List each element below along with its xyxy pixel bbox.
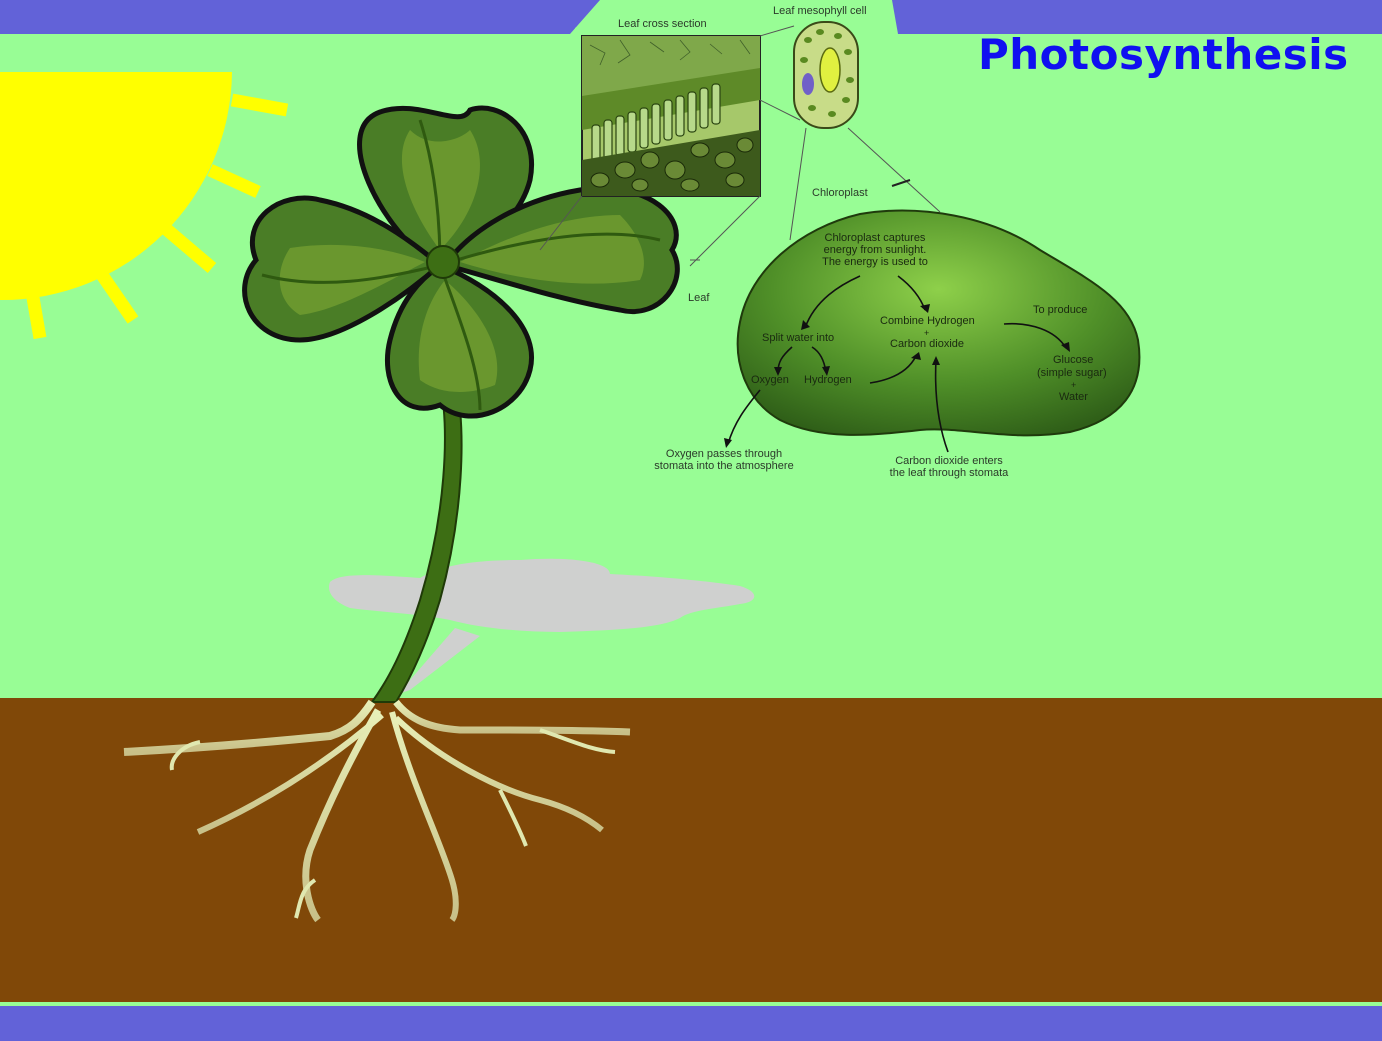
combine-hydrogen-label: Combine Hydrogen xyxy=(880,315,975,327)
soil-edge xyxy=(0,1002,1382,1006)
clover-shadow xyxy=(329,559,754,632)
leaf-cross-section-label: Leaf cross section xyxy=(618,18,707,30)
bottom-band xyxy=(0,1006,1382,1041)
co2-enters-text: Carbon dioxide enters the leaf through s… xyxy=(872,455,1026,479)
page-title: Photosynthesis xyxy=(978,30,1349,79)
hydrogen-label: Hydrogen xyxy=(804,374,852,386)
glucose-label: Glucose xyxy=(1053,354,1093,366)
oxygen-passes-text: Oxygen passes through stomata into the a… xyxy=(640,448,808,472)
water-label: Water xyxy=(1059,391,1088,403)
chloroplast-label: Chloroplast xyxy=(812,187,868,199)
to-produce-label: To produce xyxy=(1033,304,1087,316)
mesophyll-cell xyxy=(760,6,940,240)
carbon-dioxide-label: Carbon dioxide xyxy=(890,338,964,350)
top-band-right xyxy=(892,0,1382,34)
plus-sign-2: + xyxy=(1071,380,1076,390)
oxygen-label: Oxygen xyxy=(751,374,789,386)
split-water-label: Split water into xyxy=(762,332,834,344)
plus-sign-1: + xyxy=(924,328,929,338)
simple-sugar-label: (simple sugar) xyxy=(1037,367,1107,379)
leaf-label: Leaf xyxy=(688,292,709,304)
leaf-mesophyll-cell-label: Leaf mesophyll cell xyxy=(773,5,867,17)
captures-text: Chloroplast captures energy from sunligh… xyxy=(800,232,950,268)
top-band xyxy=(0,0,600,34)
